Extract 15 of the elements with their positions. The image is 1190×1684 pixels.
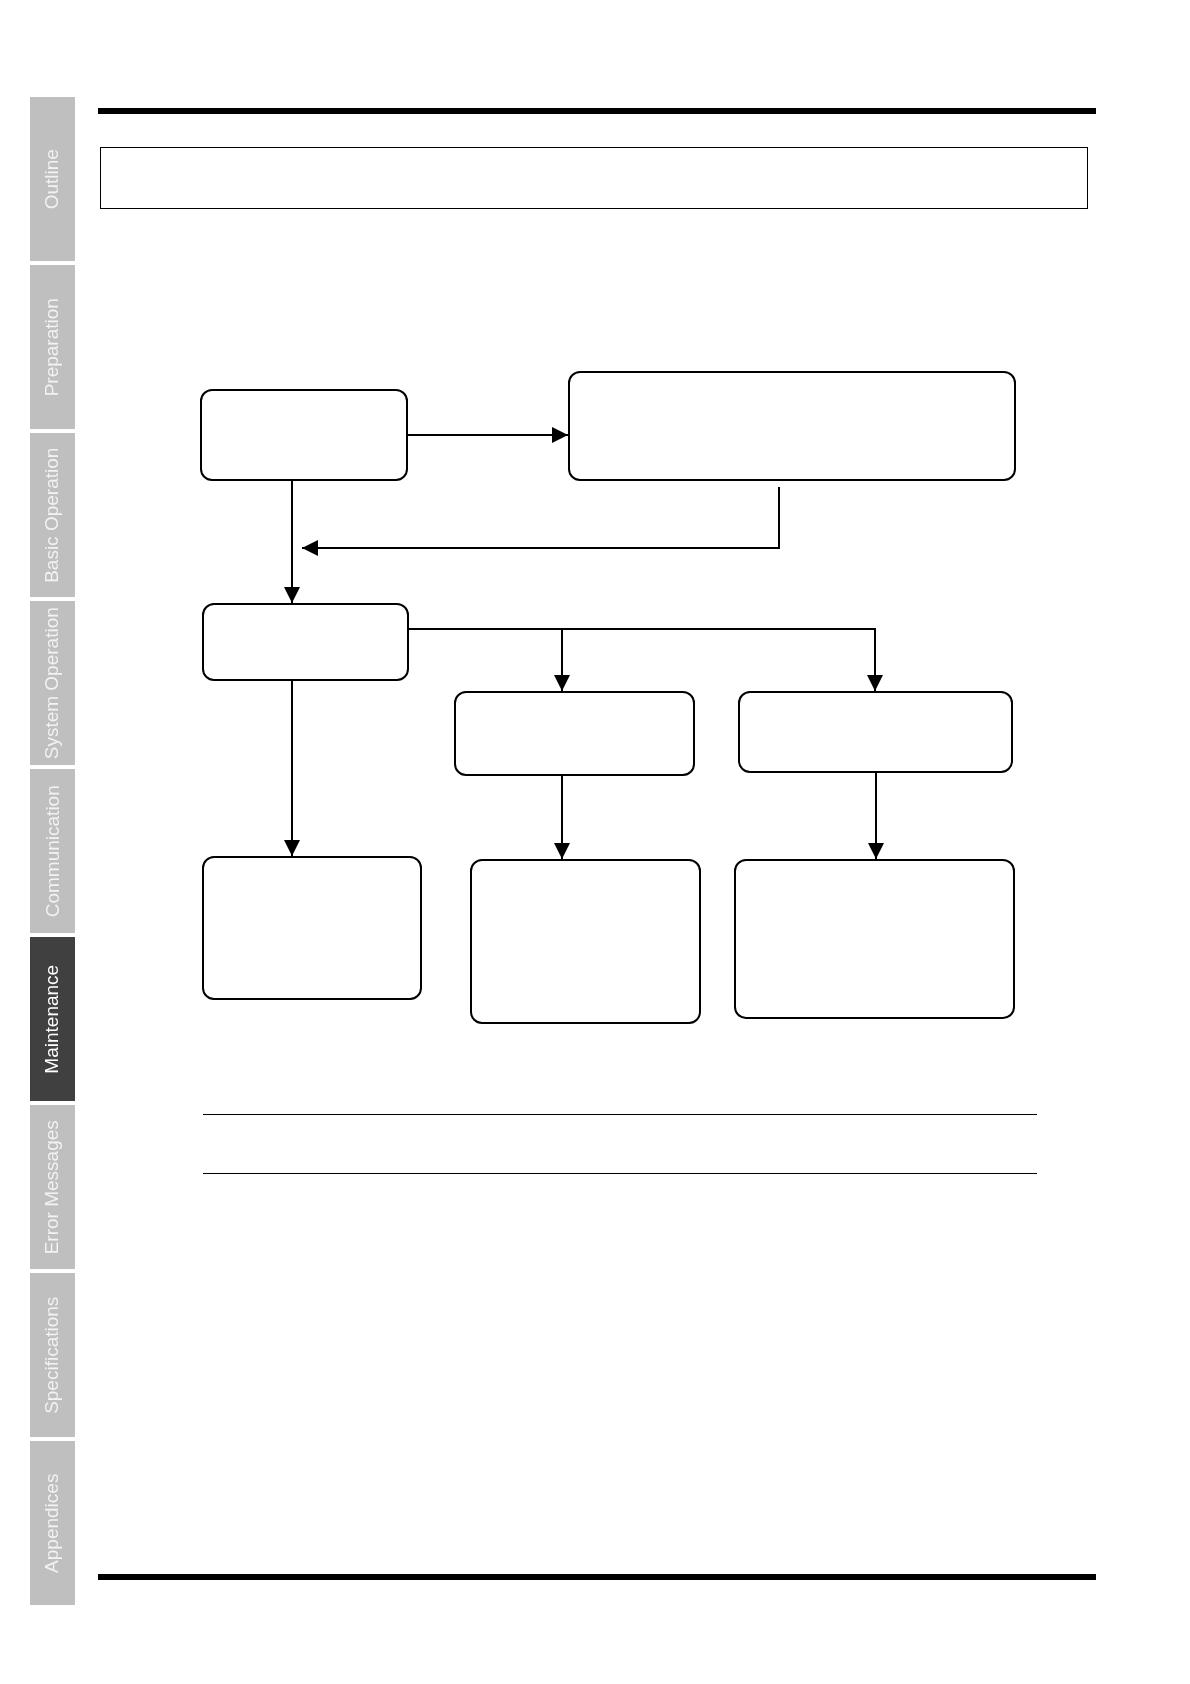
process-box [734, 859, 1015, 1019]
arrow [407, 427, 569, 443]
process-box [202, 603, 409, 681]
arrow [284, 480, 300, 604]
process-box [200, 389, 408, 481]
arrow [554, 775, 570, 860]
process-box [568, 371, 1016, 481]
arrow [284, 680, 300, 857]
process-box [470, 859, 701, 1024]
active-section-tab: Maintenance [30, 937, 75, 1101]
process-box [454, 691, 695, 776]
arrow [301, 486, 780, 556]
process-box [738, 691, 1013, 773]
arrow [868, 772, 884, 860]
process-box [202, 856, 422, 1000]
